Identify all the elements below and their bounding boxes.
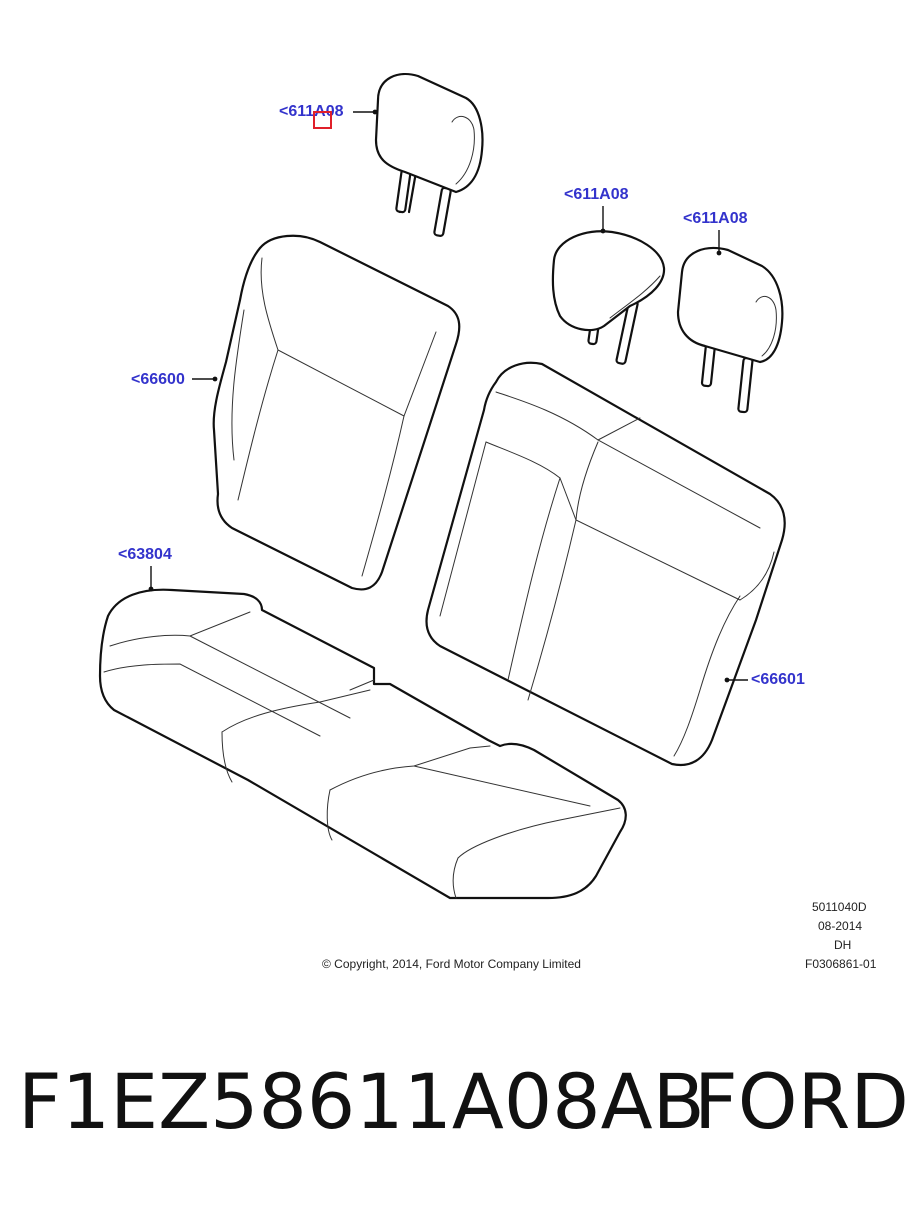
leader-dot-headrest-right — [716, 250, 722, 256]
callout-headrest-top[interactable]: <611A08 — [279, 103, 344, 120]
doc-number: 5011040D — [812, 900, 867, 914]
backrest-left-drawing — [212, 234, 461, 591]
callout-headrest-mid[interactable]: <611A08 — [564, 186, 629, 203]
doc-initials: DH — [834, 938, 852, 952]
highlight-box — [313, 111, 332, 129]
backrest-right-drawing — [425, 361, 786, 767]
leader-dot-backrest-left — [212, 376, 218, 382]
part-number: F1EZ58611A08AB — [18, 1057, 705, 1146]
doc-date: 08-2014 — [818, 919, 863, 933]
headrest-right-drawing — [676, 246, 784, 414]
leader-dot-headrest-top — [372, 109, 378, 115]
callout-cushion[interactable]: <63804 — [118, 546, 172, 563]
brand-name: FORD — [694, 1057, 909, 1146]
headrest-top-drawing — [374, 72, 484, 237]
figure-id: F0306861-01 — [805, 957, 877, 971]
leader-dot-cushion — [148, 586, 154, 592]
callout-backrest-right[interactable]: <66601 — [751, 671, 805, 688]
leader-dot-backrest-right — [724, 677, 730, 683]
cushion-drawing — [98, 588, 627, 900]
callout-backrest-left[interactable]: <66600 — [131, 371, 185, 388]
copyright-notice: © Copyright, 2014, Ford Motor Company Li… — [322, 957, 581, 971]
leader-dot-headrest-mid — [600, 228, 606, 234]
callout-headrest-right[interactable]: <611A08 — [683, 210, 748, 227]
headrest-mid-drawing — [551, 230, 666, 365]
leader-lines — [148, 109, 748, 683]
